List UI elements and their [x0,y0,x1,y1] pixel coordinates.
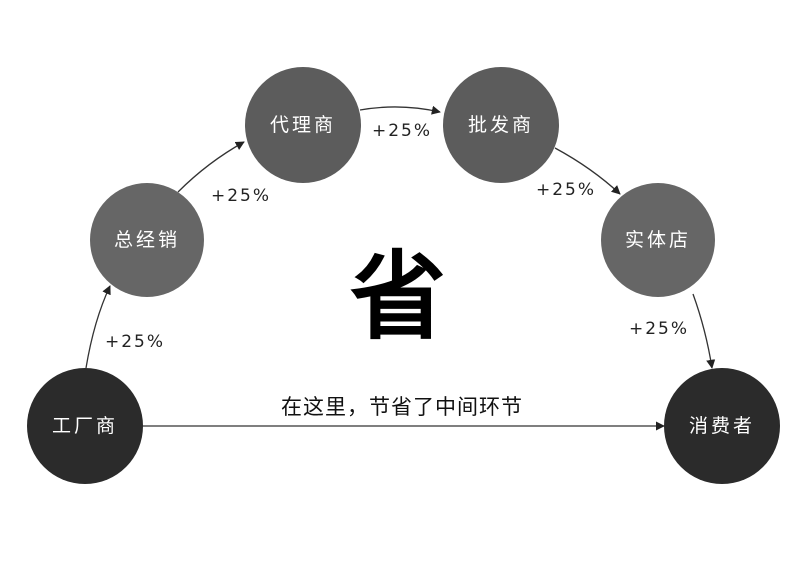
markup-label-3: +25% [372,121,432,141]
node-retailer-circle [601,183,715,297]
node-agent-label: 代理商 [270,114,336,136]
node-consumer-label: 消费者 [689,415,755,437]
node-retailer-label: 实体店 [625,229,691,251]
node-wholesaler: 批发商 [443,67,559,183]
node-agent: 代理商 [245,67,361,183]
node-consumer: 消费者 [664,368,780,484]
node-consumer-circle [664,368,780,484]
arrow-wholesaler-to-retailer [554,147,621,195]
markup-label-1: +25% [105,332,165,352]
node-wholesaler-label: 批发商 [468,114,534,136]
markup-label-4: +25% [536,180,596,200]
node-retailer: 实体店 [601,183,715,297]
node-factory-label: 工厂商 [52,415,118,437]
arrow-agent-to-wholesaler [359,105,441,115]
node-factory-circle [27,368,143,484]
markup-label-5: +25% [629,319,689,339]
node-distributor-circle [90,183,204,297]
node-agent-circle [245,67,361,183]
markup-label-2: +25% [211,186,271,206]
arrow-retailer-to-consumer [692,293,716,369]
arrow-factory-to-distributor [85,285,111,369]
caption-text: 在这里，节省了中间环节 [281,395,523,419]
node-factory: 工厂商 [27,368,143,484]
node-distributor-label: 总经销 [114,229,180,251]
node-distributor: 总经销 [90,183,204,297]
arrow-distributor-to-agent [177,141,245,193]
center-character: 省 [350,241,446,353]
node-wholesaler-circle [443,67,559,183]
